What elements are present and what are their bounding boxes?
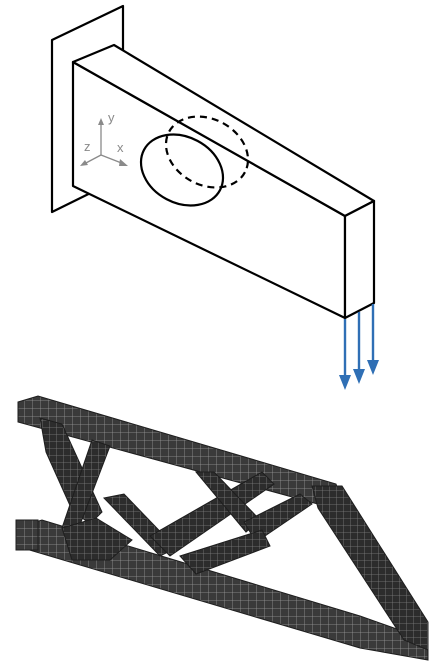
outer-diagonal-strut bbox=[311, 485, 429, 651]
inner-web-e bbox=[179, 529, 271, 575]
hole-front-edge bbox=[139, 133, 225, 207]
hole-back-edge bbox=[164, 115, 250, 189]
axis-label-x: x bbox=[117, 140, 124, 155]
axis-label-z: z bbox=[84, 139, 91, 154]
beam-end-face bbox=[343, 199, 376, 320]
down-arrow-icon bbox=[367, 304, 379, 375]
coordinate-axes-icon bbox=[80, 118, 128, 166]
axis-label-y: y bbox=[108, 110, 115, 125]
support-node bbox=[15, 519, 39, 551]
left-web-lower bbox=[61, 517, 133, 561]
down-arrow-icon bbox=[339, 319, 351, 390]
design-domain-sketch bbox=[50, 4, 376, 320]
optimized-structure bbox=[15, 395, 429, 661]
down-arrow-icon bbox=[353, 312, 365, 384]
load-arrows bbox=[339, 304, 379, 390]
